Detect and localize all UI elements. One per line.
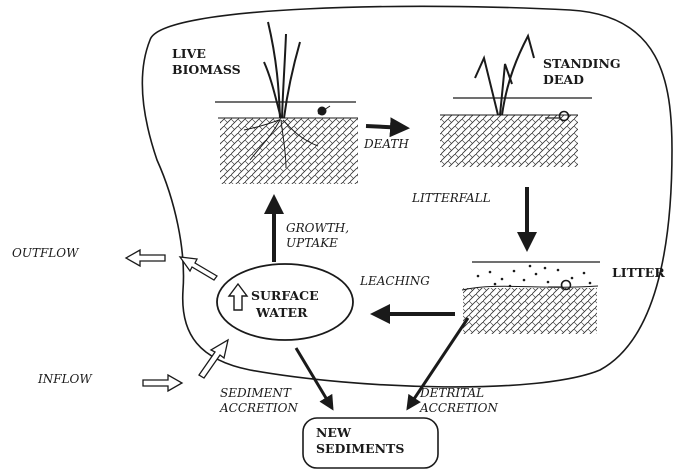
growth-label-line1: GROWTH, bbox=[286, 221, 349, 235]
live-biomass-soil bbox=[220, 118, 358, 184]
new-sediments-label-line1: NEW bbox=[316, 425, 352, 440]
litter-label: LITTER bbox=[612, 265, 665, 280]
litter-soil bbox=[463, 288, 597, 334]
dead-plant-icon bbox=[475, 36, 534, 115]
litter-compartment: LITTER bbox=[462, 262, 665, 334]
live-biomass-compartment: LIVE BIOMASS bbox=[172, 22, 358, 184]
litter-particles bbox=[477, 265, 592, 288]
death-arrow bbox=[366, 126, 406, 128]
leaching-label: LEACHING bbox=[359, 274, 430, 288]
detrital-accretion-label-line1: DETRITAL bbox=[419, 386, 484, 400]
sediment-accretion-label-line1: SEDIMENT bbox=[220, 386, 292, 400]
sediment-accretion-label-line2: ACCRETION bbox=[219, 401, 298, 415]
standing-dead-label-line2: DEAD bbox=[543, 72, 584, 87]
outflow-arrow-diagonal bbox=[180, 257, 217, 280]
surface-water-compartment: SURFACE WATER bbox=[217, 264, 353, 340]
standing-dead-soil bbox=[440, 115, 578, 167]
standing-dead-compartment: STANDING DEAD bbox=[440, 36, 621, 167]
inflow-label: INFLOW bbox=[37, 372, 93, 386]
live-biomass-label-line1: LIVE bbox=[172, 46, 206, 61]
outflow-label: OUTFLOW bbox=[12, 246, 80, 260]
new-sediments-compartment: NEW SEDIMENTS bbox=[303, 418, 438, 468]
inflow-arrow-right bbox=[143, 375, 182, 391]
outflow-arrow-left bbox=[126, 250, 165, 266]
inflow-arrow-diagonal bbox=[199, 340, 228, 378]
growth-label-line2: UPTAKE bbox=[286, 236, 338, 250]
litterfall-label: LITTERFALL bbox=[411, 191, 491, 205]
standing-dead-label-line1: STANDING bbox=[543, 56, 621, 71]
snail-icon bbox=[318, 106, 331, 116]
surface-water-label-line2: WATER bbox=[255, 305, 308, 320]
live-biomass-label-line2: BIOMASS bbox=[172, 62, 241, 77]
new-sediments-label-line2: SEDIMENTS bbox=[316, 441, 404, 456]
detrital-accretion-label-line2: ACCRETION bbox=[419, 401, 498, 415]
death-label: DEATH bbox=[363, 137, 409, 151]
surface-water-label-line1: SURFACE bbox=[251, 288, 319, 303]
